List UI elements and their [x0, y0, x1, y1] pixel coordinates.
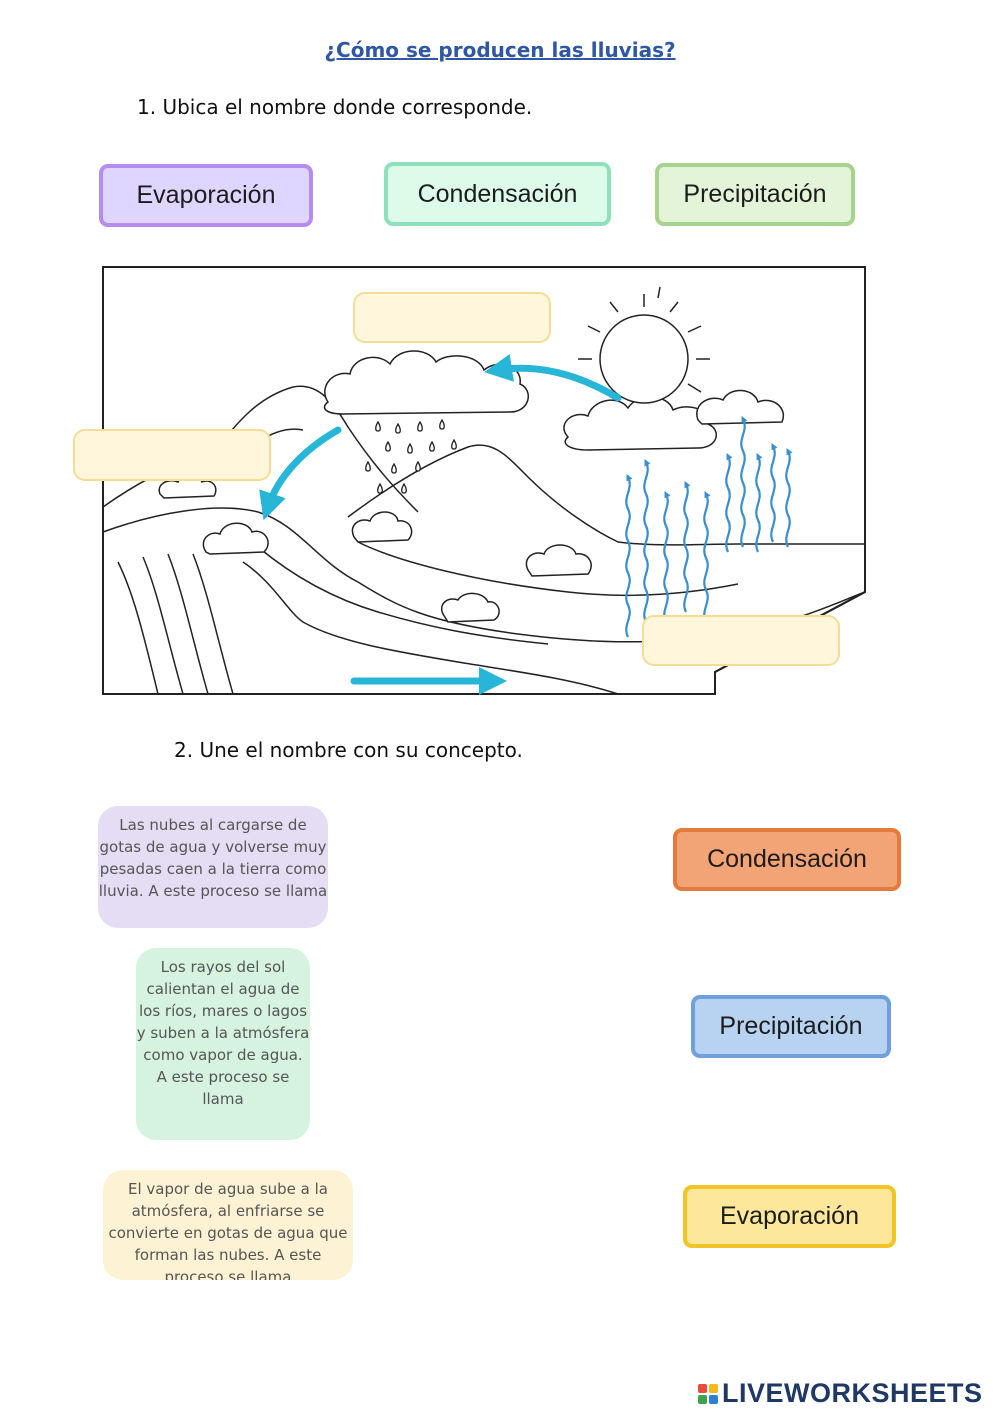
concept-condensation[interactable]: El vapor de agua sube a la atmósfera, al… [103, 1170, 353, 1280]
answer-condensacion[interactable]: Condensación [673, 828, 901, 891]
clouds [158, 350, 785, 623]
concept-evaporation[interactable]: Los rayos del sol calientan el agua de l… [136, 948, 310, 1140]
dropzone-rain[interactable] [73, 429, 271, 481]
concept-precipitation[interactable]: Las nubes al cargarse de gotas de agua y… [98, 806, 328, 928]
liveworksheets-icon [698, 1383, 718, 1404]
sun [578, 286, 710, 404]
water-cycle-diagram [102, 266, 866, 695]
page-title: ¿Cómo se producen las lluvias? [324, 38, 676, 62]
chip-evaporacion[interactable]: Evaporación [99, 164, 313, 227]
dropzone-clouds[interactable] [353, 292, 551, 343]
chip-condensacion[interactable]: Condensación [384, 162, 611, 226]
raindrops [365, 418, 457, 494]
answer-evaporacion[interactable]: Evaporación [683, 1185, 896, 1248]
flow-arrows [259, 354, 622, 695]
instruction-2: 2. Une el nombre con su concepto. [174, 738, 523, 762]
brand-text: LIVEWORKSHEETS [722, 1378, 983, 1408]
answer-precipitacion[interactable]: Precipitación [691, 995, 891, 1058]
liveworksheets-logo: LIVEWORKSHEETS [698, 1378, 983, 1409]
instruction-1: 1. Ubica el nombre donde corresponde. [137, 95, 533, 119]
dropzone-sea[interactable] [642, 615, 840, 666]
chip-precipitacion[interactable]: Precipitación [655, 163, 855, 226]
vapor-lines [625, 416, 793, 638]
